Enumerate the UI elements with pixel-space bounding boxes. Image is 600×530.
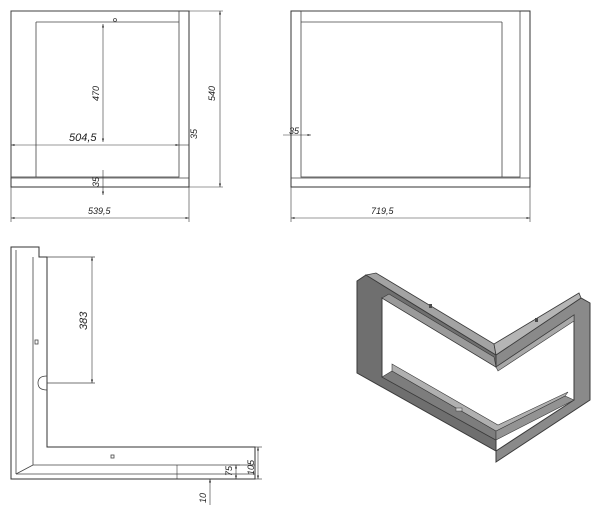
inner-left-wall [381,293,497,368]
section-corner [15,464,34,475]
section-view: 383 105 75 10 [10,246,262,505]
dim-539-label: 539,5 [88,206,112,216]
front-inner-frame [10,10,180,178]
front-bolt [113,18,117,22]
section-notch [37,375,48,391]
dim-383-label: 383 [78,311,90,330]
bottom-shelf-top [391,363,569,432]
tab-2 [535,318,538,322]
side-view: 35 719,5 [283,10,531,222]
dim-540-label: 540 [207,86,217,101]
section-hole-2 [110,454,115,459]
top-lip-left [364,272,497,356]
dim-35-side-label: 35 [189,128,199,139]
dim-504-label: 504,5 [69,132,97,144]
top-lip-right [493,292,582,356]
dim-105-label: 105 [246,459,256,475]
inner-right-wall [495,314,575,372]
section-hole [34,339,39,345]
section-outline [10,246,256,480]
tab-1 [429,304,432,308]
isometric-view [356,272,591,463]
tab-3 [455,407,463,412]
dim-35-left-label: 35 [289,126,300,136]
side-outer-frame [290,10,531,188]
front-view: 470 504,5 35 35 540 539,5 [10,10,223,222]
side-inner-frame [300,10,521,178]
dim-35-bottom-label: 35 [91,176,101,187]
dim-719-label: 719,5 [371,206,395,216]
dim-470-label: 470 [91,86,101,101]
dim-10-label: 10 [198,493,208,503]
bottom-shelf-left [381,370,497,441]
dim-75-label: 75 [224,465,234,476]
